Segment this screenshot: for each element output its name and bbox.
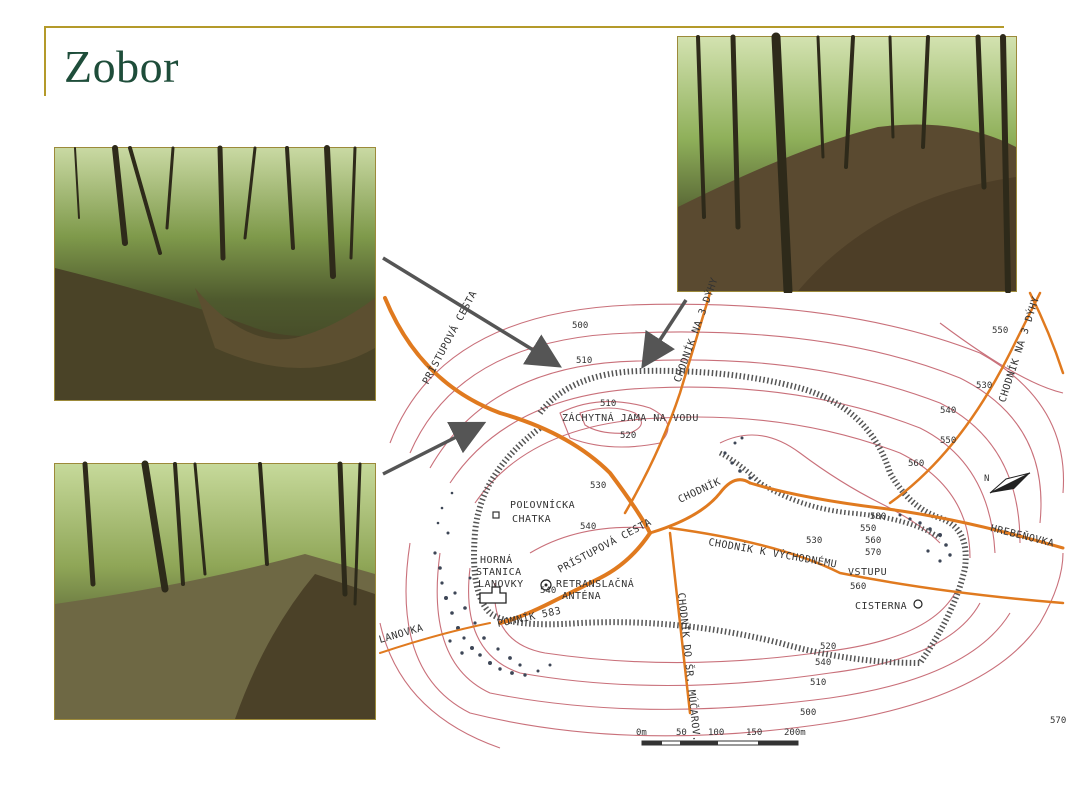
cable-station-marker (479, 586, 507, 604)
contour-label: 530 (590, 481, 606, 491)
map-svg: N PRÍSTUPOVÁ CESTA ZÁCHYTNÁ JAMA NA VODU… (378, 275, 1066, 753)
contour-label: 570 (865, 548, 881, 558)
label-cable-station-1: HORNÁ (480, 553, 513, 566)
contour-lines (379, 303, 1065, 749)
scale-tick: 0m (636, 728, 647, 738)
svg-text:N: N (984, 474, 989, 484)
scale-tick: 50 (676, 728, 687, 738)
contour-label: 520 (820, 642, 836, 652)
contour-label: 570 (1050, 716, 1066, 726)
contour-label: 540 (580, 522, 596, 532)
forest-trench-photo-1 (54, 145, 376, 401)
arrow-photo1-to-map (382, 256, 562, 368)
contour-label: 500 (800, 708, 816, 718)
contour-label: 560 (908, 459, 924, 469)
forest-trench-photo-2 (54, 460, 376, 720)
rock-scatter (433, 436, 952, 677)
label-hunting-lodge-2: CHATKA (512, 514, 551, 525)
contour-label: 500 (572, 321, 588, 331)
contour-label: 510 (600, 399, 616, 409)
contour-label: 530 (806, 536, 822, 546)
label-antenna-2: ANTÉNA (562, 589, 601, 602)
top-rule (44, 26, 1004, 28)
contour-label: 550 (860, 524, 876, 534)
contour-label: 510 (810, 678, 826, 688)
north-arrow-icon: N (984, 472, 1031, 494)
contour-label: 510 (576, 356, 592, 366)
contour-label: 540 (540, 586, 556, 596)
label-cable-station-2: STANICA (476, 567, 522, 578)
contour-label: 540 (940, 406, 956, 416)
scale-tick: 100 (708, 728, 724, 738)
scale-tick: 150 (746, 728, 762, 738)
label-antenna-1: RETRANSLAČNÁ (556, 577, 634, 590)
hunting-lodge-marker (492, 511, 500, 519)
roads (379, 291, 1065, 715)
contour-label: 520 (620, 431, 636, 441)
arrow-photo3-to-map (641, 299, 688, 369)
contour-label: 530 (976, 381, 992, 391)
contour-label: 560 (850, 582, 866, 592)
contour-label: 560 (865, 536, 881, 546)
forest-rampart-photo (677, 32, 1017, 296)
left-rule (44, 28, 46, 96)
scale-bar: 0m 50 100 150 200m (636, 728, 806, 746)
map-features: N (479, 472, 1031, 609)
arrow-photo2-to-map (382, 421, 487, 476)
label-cistern: CISTERNA (855, 601, 907, 612)
label-hunting-lodge-1: POĽOVNÍCKA (510, 498, 575, 511)
label-catch-pit: ZÁCHYTNÁ JAMA NA VODU (562, 411, 699, 424)
contour-label: 550 (992, 326, 1008, 336)
label-entrance: VSTUPU (848, 567, 887, 578)
slide-title: Zobor (64, 41, 179, 92)
scale-tick: 200m (784, 728, 806, 738)
contour-label: 540 (815, 658, 831, 668)
contour-label: 550 (940, 436, 956, 446)
contour-label: 580 (870, 512, 886, 522)
label-cable-station-3: LANOVKY (478, 579, 524, 590)
site-map: N PRÍSTUPOVÁ CESTA ZÁCHYTNÁ JAMA NA VODU… (378, 275, 1066, 753)
antenna-marker (540, 579, 552, 591)
cistern-marker (913, 599, 923, 609)
